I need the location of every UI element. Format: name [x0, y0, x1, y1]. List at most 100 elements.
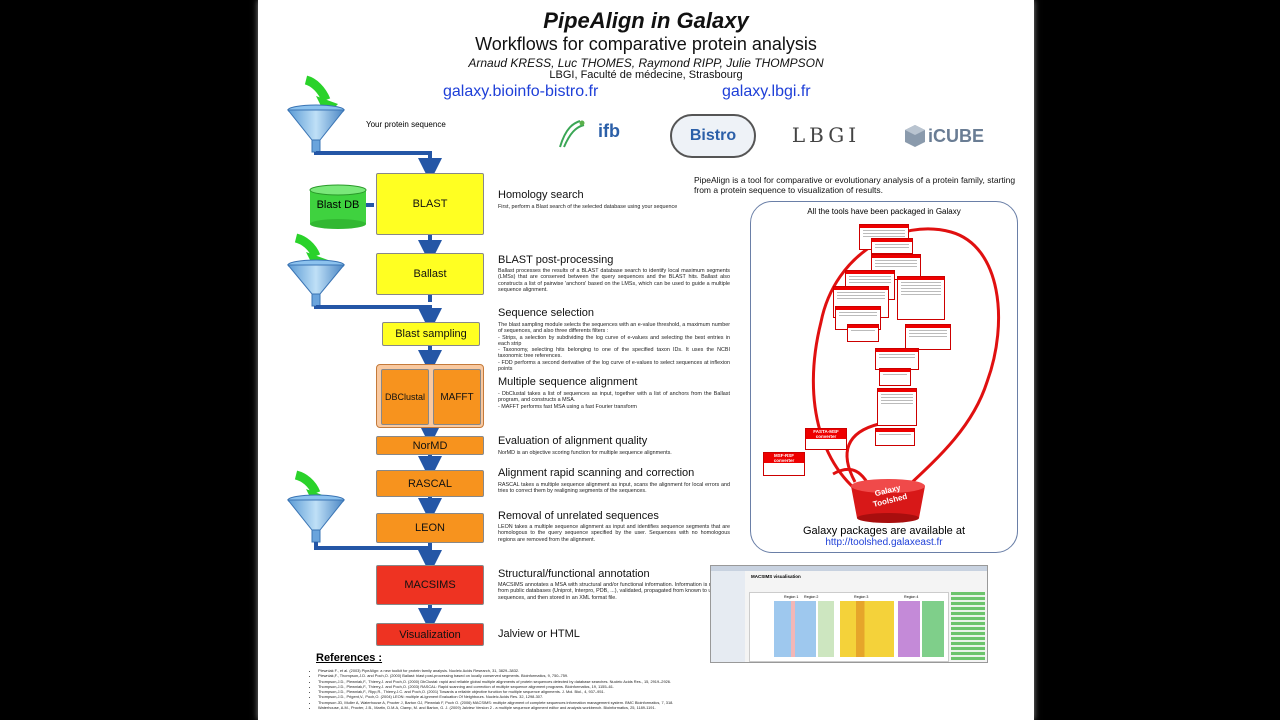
ifb-logo-art [559, 120, 585, 148]
url-lbgi[interactable]: galaxy.lbgi.fr [722, 83, 811, 100]
ifb-logo: ifb [554, 117, 650, 151]
tool-form [877, 388, 917, 426]
step-text: NorMD is an objective scoring function f… [498, 450, 672, 456]
step-text: - Strips, a selection by subdividing the… [498, 334, 730, 347]
lbgi-logo: LBGI [772, 120, 880, 150]
blast-db-label: Blast DB [316, 199, 360, 211]
blast-box: BLAST [376, 173, 484, 235]
reference-item: Plewniak,F., Thompson,J.D. and Poch,O. (… [318, 673, 908, 678]
tool-form [905, 324, 951, 350]
bistro-logo-text: Bistro [689, 127, 737, 144]
region-label: Region 2 [804, 595, 819, 599]
rascal-box: RASCAL [376, 470, 484, 497]
tool-form [897, 276, 945, 320]
galaxy-panel-footer: Galaxy packages are available at [802, 525, 966, 537]
icube-logo-text: iCUBE [928, 125, 985, 146]
screenshot-title: MACSIMS visualisation [751, 574, 801, 579]
region-label: Region 1 [784, 595, 799, 599]
funnel-icon [286, 233, 346, 307]
alignment-block [898, 601, 920, 657]
converter-fasta-msf: FASTA-MSF converter [805, 428, 847, 450]
poster-title: PipeAlign in Galaxy [543, 8, 749, 33]
poster: PipeAlign in Galaxy Workflows for compar… [258, 0, 1034, 720]
alignment-view: Region 1 Region 2 Region 3 Region 4 [749, 592, 949, 662]
mafft-box: MAFFT [433, 369, 481, 425]
step-text: - FDD performs a second derivative of th… [498, 359, 730, 373]
tool-form [875, 428, 915, 446]
step-text: Ballast processes the results of a BLAST… [498, 268, 730, 293]
dbclustal-box: DBClustal [381, 369, 429, 425]
region-label: Region 3 [854, 595, 869, 599]
step-heading: Sequence selection [498, 307, 595, 319]
funnel-icon [286, 75, 346, 153]
reference-item: Plewniak F., et al. (2003) PipeAlign: a … [318, 668, 908, 673]
converter-label: MSF-RSF converter [764, 453, 804, 463]
alignment-block [818, 601, 834, 657]
tool-form [847, 324, 879, 342]
alignment-block [840, 601, 894, 657]
step-text-block: - DbClustal takes a list of sequences as… [498, 391, 730, 410]
reference-item: Thompson,J.D., Plewniak,F., Thierry,J. a… [318, 684, 908, 689]
step-heading: Removal of unrelated sequences [498, 510, 659, 522]
step-heading: Multiple sequence alignment [498, 376, 638, 388]
alignment-block [774, 601, 816, 657]
authors: Arnaud KRESS, Luc THOMES, Raymond RIPP, … [468, 56, 824, 70]
step-text: First, perform a Blast search of the sel… [498, 204, 678, 210]
lbgi-logo-text: LBGI [791, 123, 861, 147]
step-text: - Taxonomy, selecting hits belonging to … [498, 347, 730, 360]
alignment-block [922, 601, 944, 657]
tool-form [871, 238, 913, 254]
step-heading: Structural/functional annotation [498, 568, 650, 580]
leon-box: LEON [376, 513, 484, 543]
funnel-icon [286, 470, 346, 543]
ballast-box: Ballast [376, 253, 484, 295]
macsims-box: MACSIMS [376, 565, 484, 605]
reference-item: Thompson,J.D., Plewniak,F., Thierry,J. a… [318, 679, 908, 684]
affiliation: LBGI, Faculté de médecine, Strasbourg [549, 69, 743, 81]
input-label: Your protein sequence [366, 120, 446, 129]
step-text: RASCAL takes a multiple sequence alignme… [498, 482, 730, 495]
reference-item: Thompson,J.D., Prigent,V., Poch,O. (2004… [318, 694, 908, 699]
step-text-block: The blast sampling module selects the se… [498, 322, 730, 372]
ifb-logo-text: ifb [598, 121, 620, 141]
reference-item: Thompson,J.D., Plewniak,F., Ripp,R., Thi… [318, 689, 908, 694]
flowchart-art [286, 75, 442, 632]
converter-msf-rsf: MSF-RSF converter [763, 452, 805, 476]
bistro-logo: Bistro [670, 114, 756, 158]
galaxy-tools-art [811, 227, 1001, 523]
galaxy-panel: All the tools have been packaged in Gala… [750, 201, 1018, 553]
step-heading: Alignment rapid scanning and correction [498, 467, 695, 479]
step-text: - MAFFT performs fast MSA using a fast F… [498, 403, 637, 410]
icube-cube-icon [905, 125, 925, 147]
url-bistro[interactable]: galaxy.bioinfo-bistro.fr [443, 83, 599, 100]
toolshed-link[interactable]: http://toolshed.galaxeast.fr [825, 537, 943, 548]
reference-item: Thompson JD, Muller A, Waterhouse A, Pro… [318, 700, 908, 705]
step-text: MACSIMS annotates a MSA with structural … [498, 582, 730, 601]
step-heading: Evaluation of alignment quality [498, 435, 648, 447]
region-label: Region 4 [904, 595, 919, 599]
step-heading: BLAST post-processing [498, 254, 614, 266]
step-text: - DbClustal takes a list of sequences as… [498, 391, 730, 404]
tool-form [879, 368, 911, 386]
screenshot-sidebar [711, 571, 745, 662]
step-text: LEON takes a multiple sequence alignment… [498, 524, 730, 543]
msa-group: DBClustal MAFFT [376, 364, 484, 428]
normd-box: NorMD [376, 436, 484, 455]
step-text: The blast sampling module selects the se… [498, 322, 730, 335]
references-list: Plewniak F., et al. (2003) PipeAlign: a … [312, 668, 908, 710]
icube-logo: iCUBE [904, 122, 1016, 150]
galaxy-panel-title: All the tools have been packaged in Gala… [807, 207, 961, 216]
screenshot-titlebar [711, 566, 987, 571]
poster-subtitle: Workflows for comparative protein analys… [475, 34, 817, 54]
step-heading: Homology search [498, 189, 584, 201]
macsims-screenshot: MACSIMS visualisation Region 1 Region 2 … [710, 565, 988, 663]
references-title: References : [316, 652, 383, 664]
converter-label: FASTA-MSF converter [806, 429, 846, 439]
blast-sampling-box: Blast sampling [382, 322, 480, 346]
database-icon [309, 184, 367, 229]
visualization-box: Visualization [376, 623, 484, 646]
reference-item: Waterhouse, A.M., Procter, J.B., Martin,… [318, 705, 908, 710]
toolshed-icon [851, 479, 925, 523]
step-heading: Jalview or HTML [498, 628, 580, 640]
screenshot-legend [951, 592, 985, 660]
